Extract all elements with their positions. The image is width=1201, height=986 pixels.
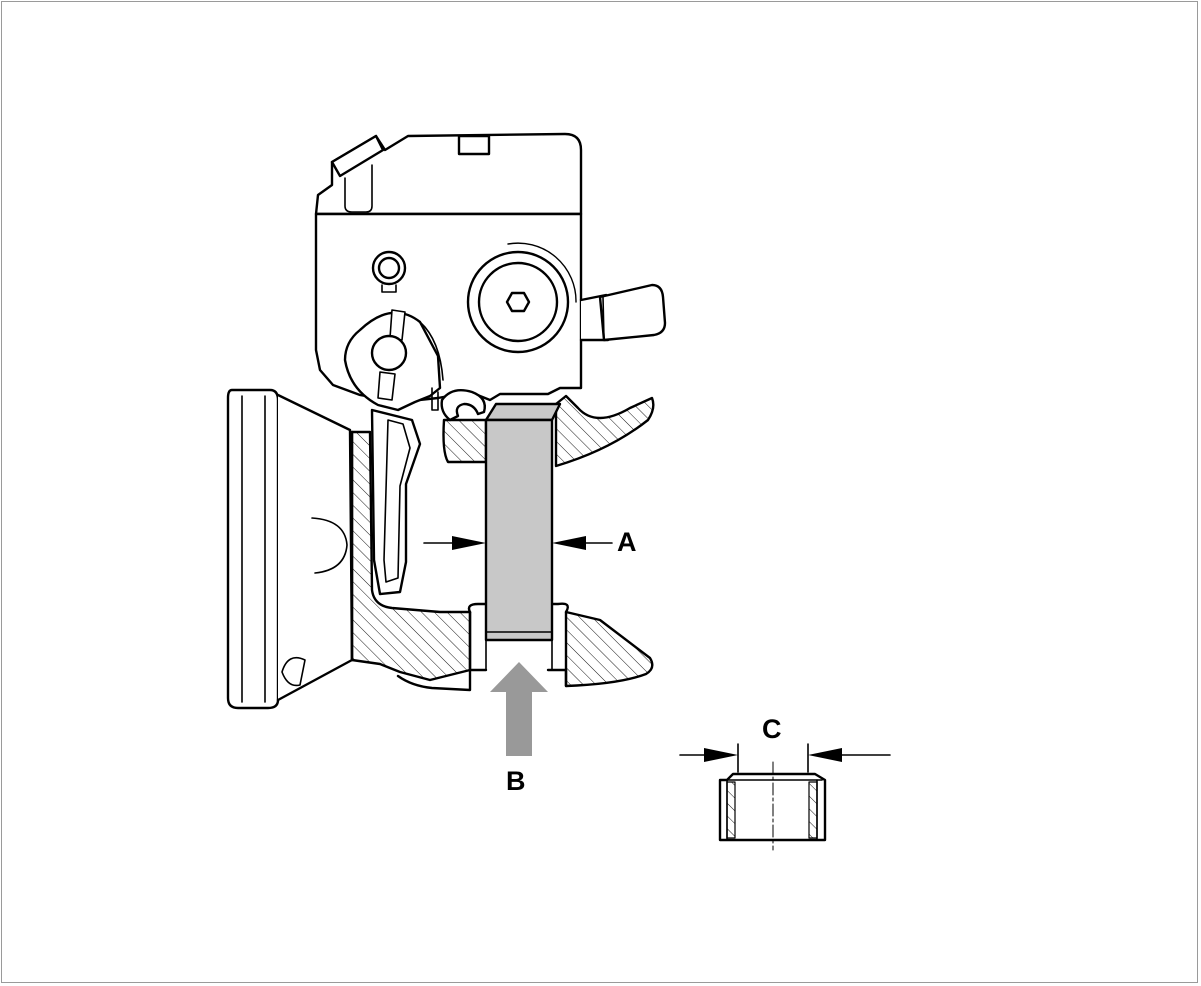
latch-cam	[343, 309, 486, 422]
dimension-c	[679, 743, 891, 773]
dimension-a	[423, 536, 613, 550]
small-ring	[371, 250, 407, 293]
bushing-detail	[718, 761, 827, 851]
hex-bolt	[466, 242, 577, 354]
side-lever	[598, 283, 667, 342]
label-c: C	[762, 714, 782, 744]
label-a: A	[617, 527, 637, 557]
section-hatched	[350, 394, 655, 692]
pin	[484, 402, 562, 671]
grip-plate	[226, 388, 354, 710]
force-arrow-b	[490, 662, 548, 756]
label-b: B	[506, 766, 526, 796]
top-housing	[314, 132, 583, 216]
